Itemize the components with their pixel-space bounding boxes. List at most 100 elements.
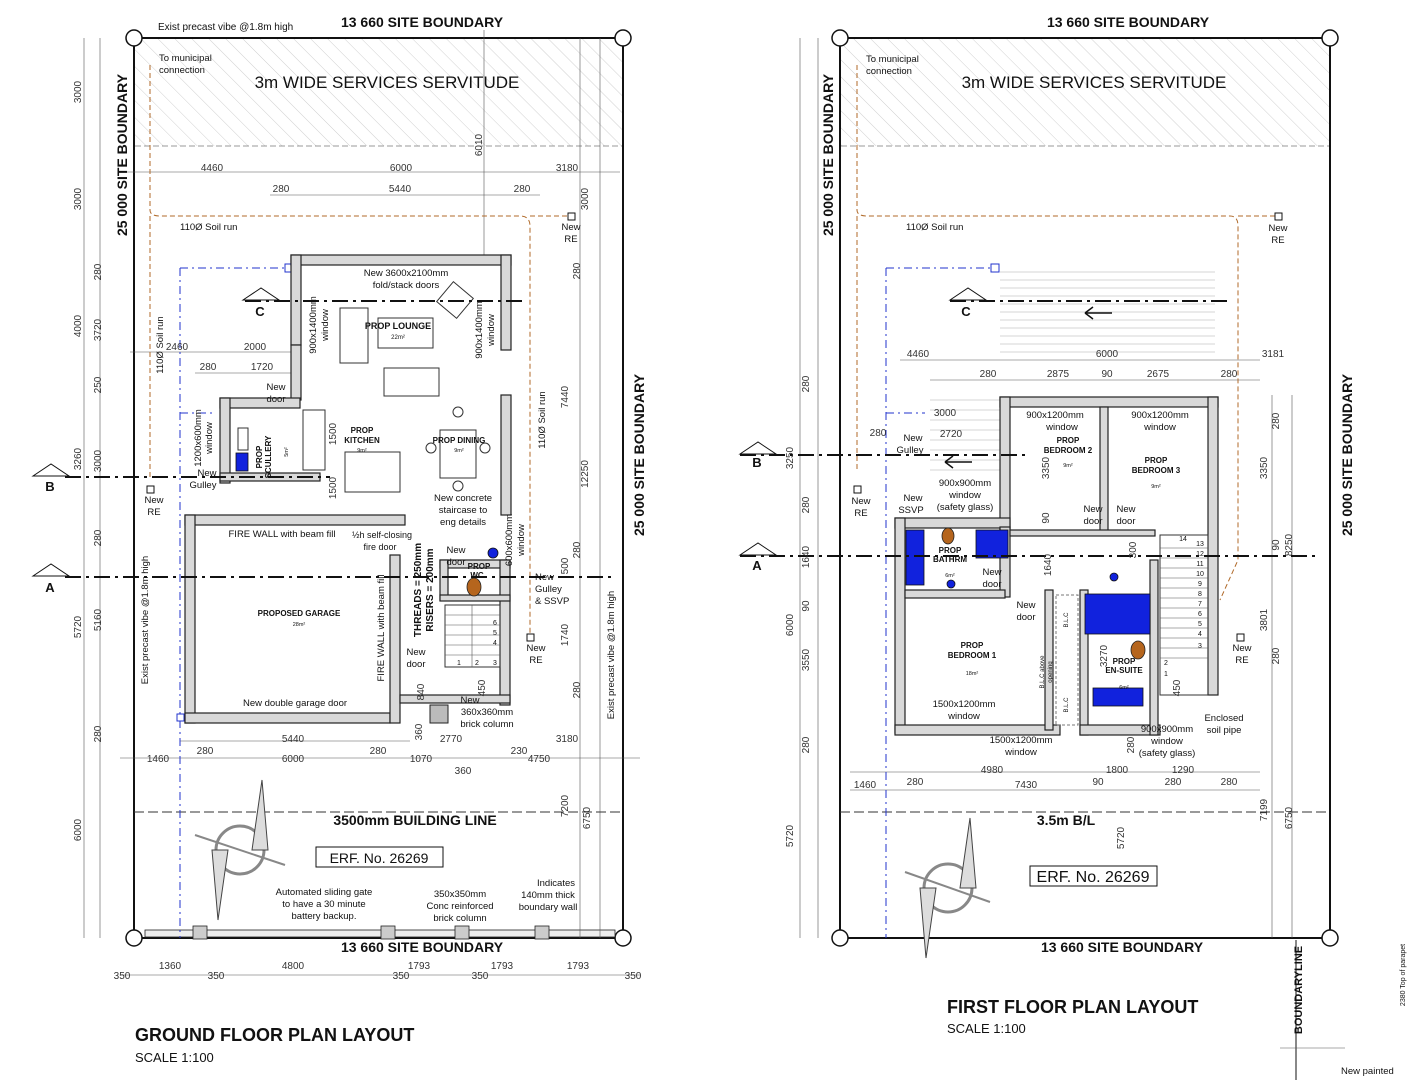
garage-area: 28m² — [293, 622, 306, 628]
soil-run-v1: 110Ø Soil run — [155, 316, 166, 373]
dim: 350 — [208, 971, 225, 982]
dim: 2875 — [1047, 369, 1070, 380]
dim: 3000 — [93, 449, 104, 472]
scullery-label1: PROP — [255, 445, 264, 468]
fire-wall-v: FIRE WALL with beam fill — [376, 575, 387, 682]
dim: 3550 — [801, 648, 812, 671]
bwall-2: 140mm thick — [521, 890, 575, 901]
boundary-bottom-label: 13 660 SITE BOUNDARY — [1041, 939, 1204, 955]
window-900x900-1: 900x900mm — [939, 478, 991, 489]
dim: 90 — [1101, 369, 1113, 380]
stair-8: 8 — [1198, 591, 1202, 598]
dim: 1500 — [328, 422, 339, 445]
brick-column-1: New — [460, 695, 479, 706]
dim: 12250 — [580, 460, 591, 488]
window-600x600b: window — [516, 524, 527, 557]
dim: 280 — [1165, 777, 1182, 788]
dim: 3000 — [73, 187, 84, 210]
municipal-line2: connection — [866, 66, 912, 77]
new-door-a: New — [903, 433, 922, 444]
dim: 3270 — [1099, 644, 1110, 667]
stair-2: 2 — [475, 660, 479, 667]
first-scale: SCALE 1:100 — [947, 1021, 1026, 1036]
conc-col-2: Conc reinforced — [426, 901, 493, 912]
dim: 1740 — [560, 623, 571, 646]
dim: 280 — [200, 362, 217, 373]
stair-1: 1 — [457, 660, 461, 667]
new-re-3: New — [526, 643, 545, 654]
new-door-3: New — [406, 647, 425, 658]
new-re-1b: RE — [1271, 235, 1284, 246]
stair-2: 2 — [1164, 660, 1168, 667]
exist-vibe-left: Exist precast vibe @1.8m high — [140, 556, 151, 684]
dim: 280 — [801, 496, 812, 513]
dim: 1640 — [1043, 553, 1054, 576]
dim: 7440 — [560, 385, 571, 408]
dim: 280 — [197, 746, 214, 757]
window-900x900-b3: (safety glass) — [1139, 748, 1196, 759]
municipal-line1: To municipal — [159, 53, 212, 64]
dim: 3180 — [556, 734, 579, 745]
dim: 840 — [416, 683, 427, 700]
site-boundary — [839, 37, 1331, 939]
stair-3: 3 — [1198, 643, 1202, 650]
dim: 5720 — [73, 615, 84, 638]
stair-1: 1 — [1164, 671, 1168, 678]
bed1-label2: BEDROOM 1 — [948, 651, 997, 660]
dim: 280 — [870, 428, 887, 439]
dim: 2000 — [244, 342, 267, 353]
dim: 450 — [477, 679, 488, 696]
staircase-2: staircase to — [439, 505, 488, 516]
dim: 280 — [572, 681, 583, 698]
dim: 1460 — [147, 754, 170, 765]
blc-label: B.L.C — [1064, 612, 1070, 628]
dim: 3350 — [1041, 456, 1052, 479]
section-c-marker: C — [255, 304, 265, 319]
new-door-1: New — [266, 382, 285, 393]
dim: 7200 — [560, 794, 571, 817]
new-re-3b: RE — [529, 655, 542, 666]
section-a-marker: A — [45, 580, 55, 595]
window-900x1400-a: 900x1400mm — [308, 296, 319, 354]
stair-6: 6 — [493, 620, 497, 627]
scullery-area: 5m² — [284, 447, 290, 457]
dim: 3000 — [73, 80, 84, 103]
stair-7: 7 — [1198, 601, 1202, 608]
new-gulley-b: Gulley — [190, 480, 217, 491]
window-1200x600: 1200x600mm — [193, 409, 204, 467]
kitchen-label1: PROP — [351, 426, 374, 435]
dim: 1290 — [1172, 765, 1195, 776]
dim: 230 — [511, 746, 528, 757]
boundary-left-label: 25 000 SITE BOUNDARY — [820, 73, 836, 236]
dim: 4800 — [282, 961, 305, 972]
dim: 4460 — [201, 163, 224, 174]
boundary-top-label: 13 660 SITE BOUNDARY — [341, 14, 504, 30]
window-600x600: 600x600mm — [504, 514, 515, 566]
dim: 280 — [273, 184, 290, 195]
dim: 280 — [1221, 777, 1238, 788]
staircase-3: eng details — [440, 517, 486, 528]
dim: 3250 — [785, 446, 796, 469]
dim: 2720 — [940, 429, 963, 440]
dim: 280 — [907, 777, 924, 788]
enclosed-1: Enclosed — [1204, 713, 1243, 724]
new-door-2b: door — [446, 557, 465, 568]
dim: 450 — [1172, 679, 1183, 696]
window-900x900-b1: 900x900mm — [1141, 724, 1193, 735]
dim: 5720 — [1116, 826, 1127, 849]
boundary-top-label: 13 660 SITE BOUNDARY — [1047, 14, 1210, 30]
boundary-right-label: 25 000 SITE BOUNDARY — [631, 373, 647, 536]
stair-4: 4 — [493, 640, 497, 647]
dim: 280 — [93, 263, 104, 280]
window-1200x600b: window — [204, 422, 215, 455]
bed1-label1: PROP — [961, 641, 984, 650]
dim: 5720 — [785, 824, 796, 847]
dim: 5440 — [282, 734, 305, 745]
bed3-label1: PROP — [1145, 456, 1168, 465]
dim: 280 — [1271, 412, 1282, 429]
new-door-c: New — [1116, 504, 1135, 515]
stair-5: 5 — [493, 630, 497, 637]
dim: 4460 — [907, 349, 930, 360]
window-1500x1200-a2: window — [947, 711, 980, 722]
brick-column-3: brick column — [460, 719, 513, 730]
